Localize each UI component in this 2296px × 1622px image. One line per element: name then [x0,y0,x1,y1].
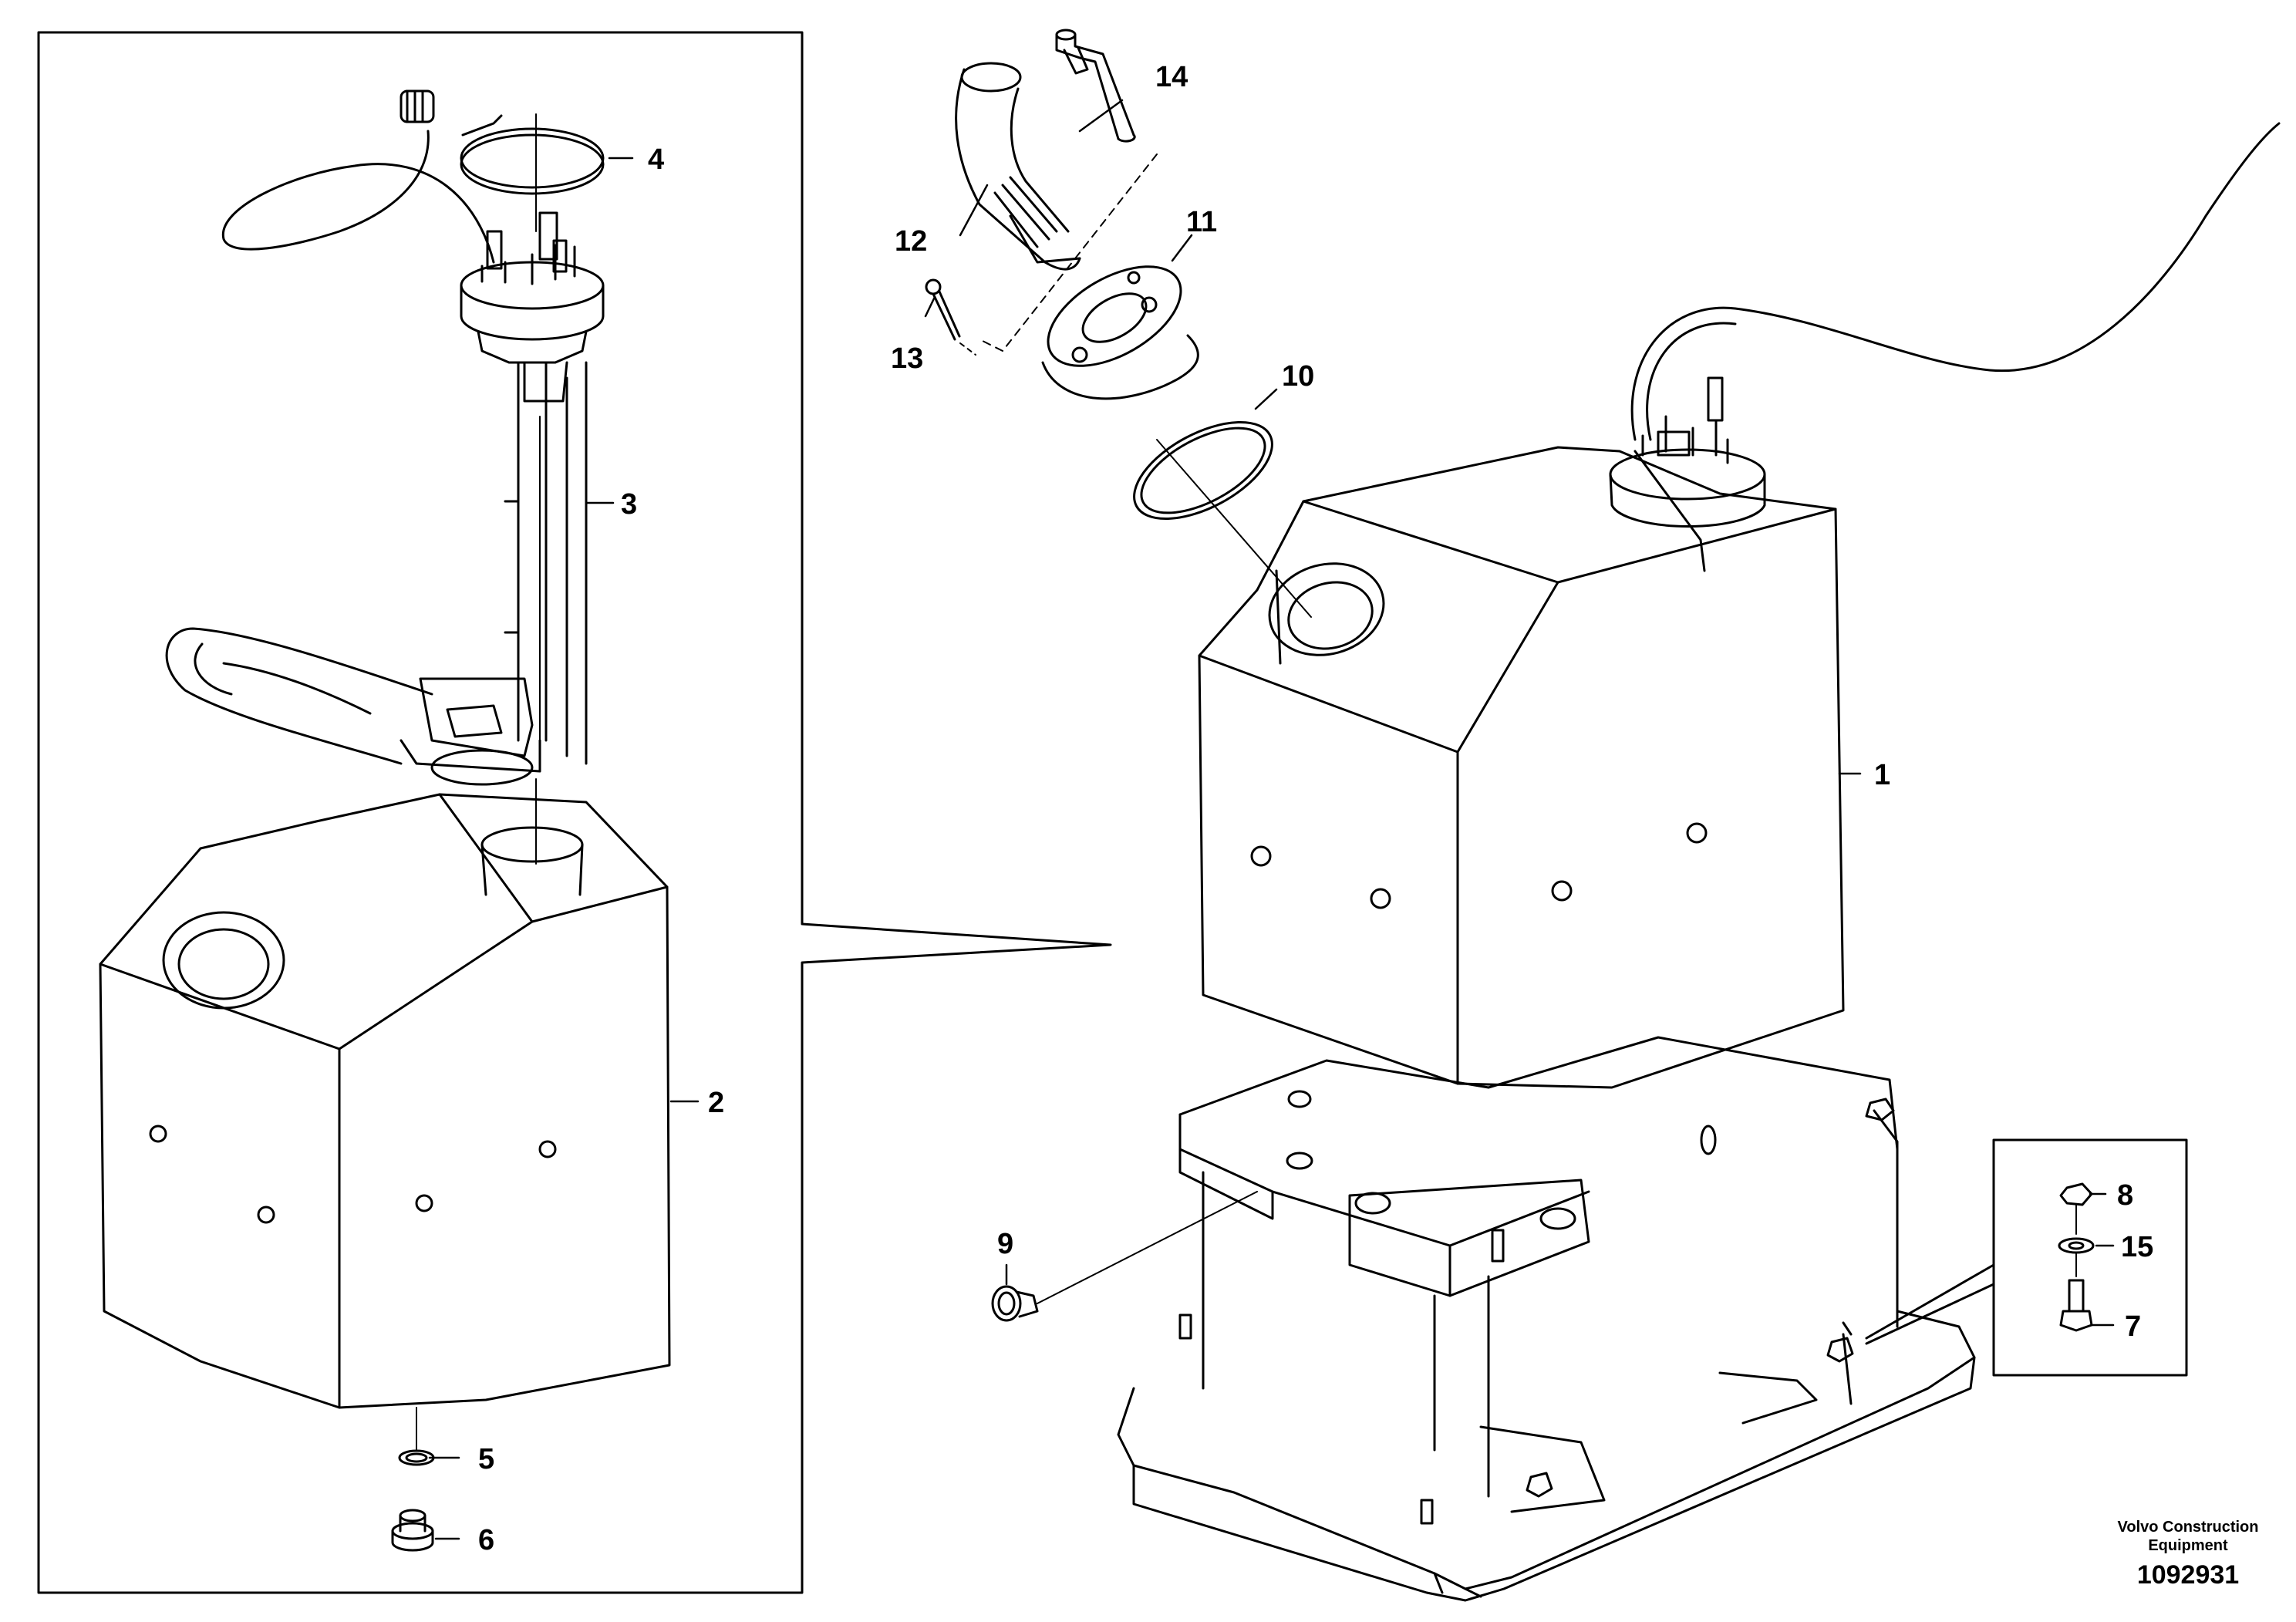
callout-15: 15 [2121,1231,2153,1263]
drawing-number: 1092931 [2137,1560,2239,1590]
inset-frame [1992,1138,2188,1377]
inset-pointer [1865,1263,1995,1345]
dashed-line [959,342,976,356]
tank-bracket [1117,1036,1976,1602]
callout-2: 2 [708,1087,724,1119]
bracket-bolt-part [991,1285,1039,1322]
tank-main-part [1198,122,2281,1089]
detail-frame [37,31,1112,1594]
leader-line [1037,1191,1258,1304]
callout-13: 13 [891,342,923,375]
filler-elbow-part [955,62,1081,271]
callout-12: 12 [895,225,927,258]
callout-7: 7 [2125,1310,2141,1343]
callout-4: 4 [648,143,664,176]
flange-oring-part [1133,420,1273,521]
dashed-line [979,153,1158,352]
callout-8: 8 [2117,1179,2133,1212]
callout-9: 9 [997,1228,1013,1260]
callout-6: 6 [478,1524,494,1556]
tank-detail-part [99,793,671,1409]
callout-3: 3 [621,488,637,521]
callout-1: 1 [1874,759,1890,791]
inset-washer-part [2058,1237,2095,1277]
screw-part [925,278,961,341]
callout-10: 10 [1282,360,1314,393]
clamp-ring-part [460,114,605,195]
pin-part [1055,29,1136,143]
drain-plug-part [391,1509,434,1552]
callout-5: 5 [478,1443,494,1475]
callout-14: 14 [1155,61,1188,93]
callout-11: 11 [1186,206,1217,238]
brand-line-1: Volvo Construction [2118,1519,2259,1536]
inset-nut-part [2059,1182,2093,1235]
inset-bolt-part [2059,1279,2093,1332]
sender-cable [221,89,495,264]
callout-leaders [428,99,2115,1540]
filler-flange-part [1041,265,1199,400]
level-sender-part [165,211,605,786]
drain-oring-part [398,1449,435,1466]
leader-line [1156,439,1312,618]
brand-line-2: Equipment [2148,1537,2228,1554]
